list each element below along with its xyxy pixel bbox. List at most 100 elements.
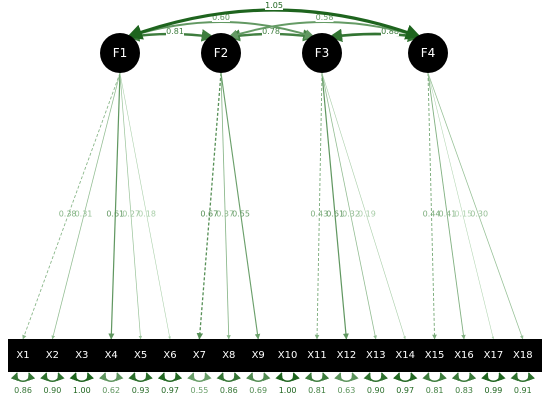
loading-arrow-5 (196, 72, 222, 340)
loading-label-2: 0.61 (106, 210, 124, 219)
loading-label-12: 0.44 (423, 210, 441, 219)
residual-label-12: 0.90 (367, 386, 385, 395)
factor-label-f3: F3 (315, 46, 330, 60)
residual-label-13: 0.97 (396, 386, 414, 395)
residual-label-14: 0.81 (426, 386, 444, 395)
indicator-box (8, 339, 542, 372)
residual-loop-16 (481, 372, 506, 383)
residual-label-4: 0.93 (132, 386, 150, 395)
residual-loop-7 (216, 372, 242, 383)
loading-label-8: 0.43 (310, 210, 328, 219)
residual-label-1: 0.90 (43, 386, 61, 395)
loading-arrow-2 (108, 72, 121, 340)
indicator-label-x3: X3 (75, 350, 88, 361)
residual-label-8: 0.69 (249, 386, 267, 395)
loading-arrow-9 (321, 72, 349, 340)
indicator-label-x5: X5 (134, 350, 147, 361)
loading-label-6: 0.37 (216, 210, 234, 219)
residual-label-11: 0.63 (337, 386, 355, 395)
residual-label-10: 0.81 (308, 386, 326, 395)
factor-label-f2: F2 (214, 46, 229, 60)
residual-loop-10 (304, 372, 330, 383)
indicator-label-x8: X8 (222, 350, 235, 361)
covariance-label-bg-4 (315, 13, 334, 22)
residual-loop-3 (98, 372, 124, 383)
indicator-label-x13: X13 (366, 350, 386, 361)
residual-loop-2 (69, 372, 95, 383)
loading-label-14: 0.15 (454, 210, 472, 219)
residual-label-2: 1.00 (73, 386, 91, 395)
loading-arrow-11 (321, 72, 406, 340)
residual-loop-11 (334, 372, 359, 383)
loading-label-5: 0.67 (200, 210, 218, 219)
loading-arrow-10 (321, 72, 378, 340)
loading-label-13: 0.41 (439, 210, 457, 219)
loading-arrow-3 (119, 72, 143, 340)
factor-label-f4: F4 (421, 46, 436, 60)
indicator-label-x11: X11 (307, 350, 327, 361)
indicator-label-x10: X10 (278, 350, 298, 361)
residual-loop-4 (128, 372, 153, 383)
residual-loop-6 (187, 372, 212, 383)
residual-loop-1 (40, 372, 65, 383)
loading-label-10: 0.32 (342, 210, 360, 219)
factor-label-f1: F1 (113, 46, 128, 60)
factor-layer: F1 F2 F3 F4 (100, 33, 448, 73)
covariance-label-4: 0.58 (316, 13, 334, 22)
covariance-label-bg-5 (265, 1, 283, 10)
loading-label-4: 0.18 (138, 210, 156, 219)
loading-label-11: 0.19 (358, 210, 376, 219)
loading-arrow-13 (427, 72, 466, 340)
residual-label-5: 0.97 (161, 386, 179, 395)
covariance-arc-2 (328, 28, 422, 43)
indicator-label-x9: X9 (252, 350, 265, 361)
loading-arrow-15 (427, 72, 524, 340)
indicator-label-x14: X14 (395, 350, 415, 361)
residual-loop-17 (510, 372, 536, 383)
loading-arrow-7 (220, 72, 261, 340)
loading-arrow-14 (427, 72, 495, 340)
factor-node-f4 (408, 33, 448, 73)
indicator-label-x4: X4 (105, 350, 118, 361)
residual-label-6: 0.55 (190, 386, 208, 395)
residual-label-15: 0.83 (455, 386, 473, 395)
loading-label-7: 0.55 (232, 210, 250, 219)
residual-label-16: 0.99 (484, 386, 502, 395)
residual-loop-8 (245, 372, 271, 383)
covariance-label-bg-3 (212, 13, 230, 22)
loading-arrow-1 (51, 72, 121, 340)
residual-loop-9 (275, 372, 300, 383)
indicator-label-x2: X2 (46, 350, 59, 361)
loading-label-15: 0.30 (470, 210, 488, 219)
loading-arrow-12 (427, 72, 437, 340)
covariance-label-0: 0.81 (166, 27, 184, 36)
indicator-label-x15: X15 (425, 350, 445, 361)
residual-loop-14 (422, 372, 447, 383)
indicator-label-x17: X17 (484, 350, 504, 361)
covariance-label-3: 0.60 (212, 13, 230, 22)
residual-loop-5 (157, 372, 183, 383)
residual-loop-15 (451, 372, 477, 383)
loading-label-9: 0.61 (326, 210, 344, 219)
loading-arrow-6 (220, 72, 231, 340)
loading-label-1: 0.31 (75, 210, 93, 219)
factor-node-f2 (201, 33, 241, 73)
indicator-label-x1: X1 (16, 350, 29, 361)
indicator-label-x6: X6 (163, 350, 176, 361)
indicator-label-x16: X16 (454, 350, 474, 361)
residual-loop-0 (10, 372, 36, 383)
residual-loop-13 (392, 372, 418, 383)
indicator-label-x7: X7 (193, 350, 206, 361)
residual-label-0: 0.86 (14, 386, 32, 395)
residual-label-17: 0.91 (514, 386, 532, 395)
indicator-label-x18: X18 (513, 350, 533, 361)
loading-arrow-8 (314, 72, 323, 340)
loading-arrow-4 (119, 72, 171, 340)
covariance-label-5: 1.05 (265, 1, 283, 10)
residual-label-3: 0.62 (102, 386, 120, 395)
